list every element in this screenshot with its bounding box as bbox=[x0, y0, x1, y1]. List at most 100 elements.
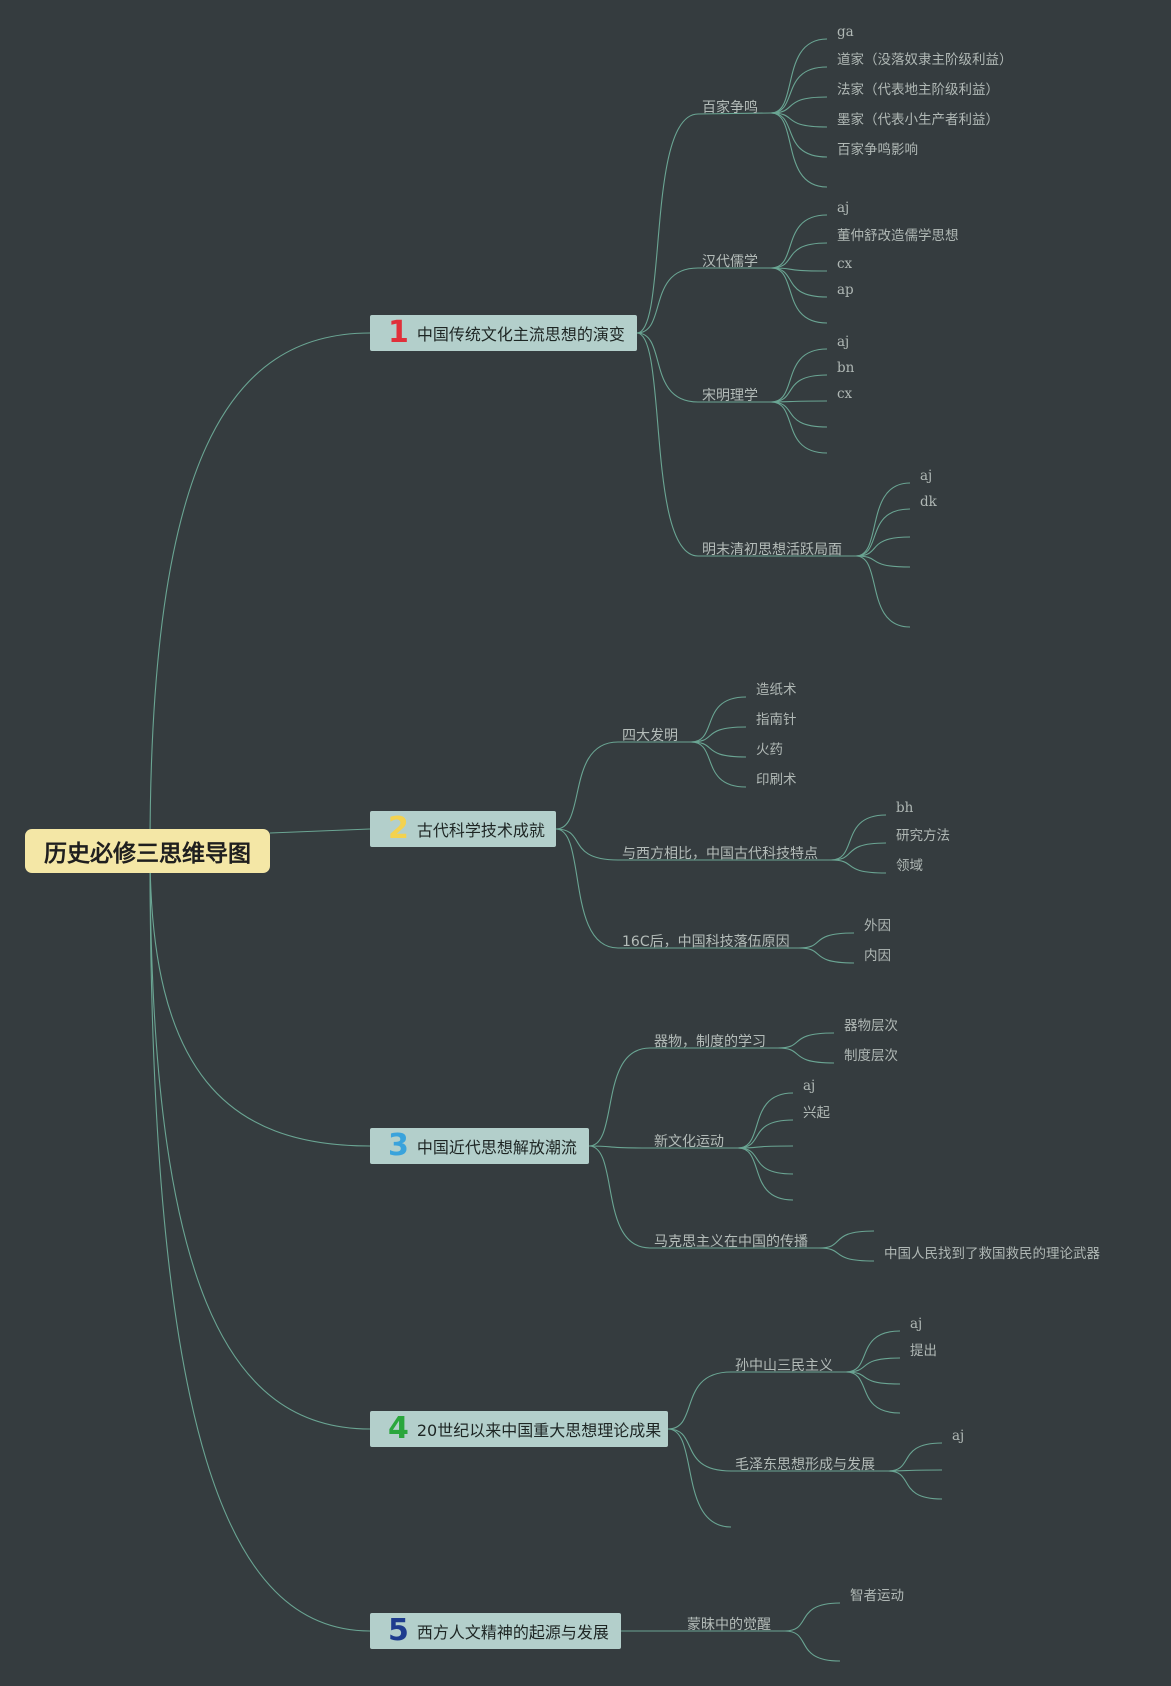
leaf-connector bbox=[770, 38, 828, 114]
leaf-connector bbox=[845, 1357, 901, 1373]
subtopic[interactable]: 器物，制度的学习 bbox=[654, 1034, 766, 1050]
leaf-topic[interactable]: 墨家（代表小生产者利益） bbox=[837, 112, 999, 128]
subtopic-connector bbox=[667, 1428, 732, 1528]
leaf-topic[interactable]: 外因 bbox=[864, 918, 891, 934]
leaf-connector bbox=[845, 1371, 901, 1385]
subtopic[interactable]: 明末清初思想活跃局面 bbox=[702, 542, 842, 558]
leaf-topic[interactable]: 兴起 bbox=[803, 1105, 830, 1121]
leaf-topic[interactable]: bh bbox=[896, 800, 914, 816]
root-connector bbox=[149, 850, 371, 1147]
branch-number: 1 bbox=[388, 315, 409, 350]
leaf-connector bbox=[690, 696, 747, 743]
subtopic[interactable]: 16C后，中国科技落伍原因 bbox=[622, 934, 790, 950]
leaf-connector bbox=[770, 242, 828, 269]
leaf-connector bbox=[770, 267, 828, 298]
leaf-topic[interactable]: 内因 bbox=[864, 948, 891, 964]
leaf-topic[interactable]: 道家（没落奴隶主阶级利益） bbox=[837, 52, 1013, 68]
leaf-topic[interactable]: 造纸术 bbox=[756, 682, 797, 698]
leaf-connector bbox=[770, 112, 828, 188]
branch-title: 20世纪以来中国重大思想理论成果 bbox=[416, 1421, 662, 1440]
leaf-topic[interactable]: 百家争鸣影响 bbox=[837, 142, 918, 158]
subtopic[interactable]: 汉代儒学 bbox=[702, 254, 758, 270]
leaf-connector bbox=[770, 267, 828, 272]
leaf-topic[interactable]: 法家（代表地主阶级利益） bbox=[837, 82, 999, 98]
leaf-connector bbox=[770, 348, 828, 403]
leaf-connector bbox=[737, 1147, 794, 1175]
leaf-connector bbox=[830, 842, 887, 861]
leaf-connector bbox=[887, 1469, 943, 1472]
leaf-topic[interactable]: aj bbox=[920, 468, 933, 484]
subtopic[interactable]: 马克思主义在中国的传播 bbox=[654, 1234, 808, 1250]
subtopic[interactable]: 蒙昧中的觉醒 bbox=[687, 1617, 771, 1633]
leaf-connector bbox=[770, 96, 828, 114]
subtopic[interactable]: 新文化运动 bbox=[654, 1134, 724, 1150]
leaf-connector bbox=[855, 555, 911, 568]
subtopic-connector bbox=[588, 1047, 651, 1147]
leaf-connector bbox=[830, 814, 887, 861]
leaf-topic[interactable]: bn bbox=[837, 360, 855, 376]
leaf-topic[interactable]: aj bbox=[837, 334, 850, 350]
leaf-topic[interactable]: ap bbox=[837, 282, 854, 298]
leaf-topic[interactable]: 研究方法 bbox=[896, 828, 950, 844]
branch-title: 中国近代思想解放潮流 bbox=[416, 1138, 577, 1157]
leaf-connector bbox=[855, 508, 911, 557]
subtopic[interactable]: 四大发明 bbox=[622, 728, 678, 744]
leaf-connector bbox=[855, 482, 911, 557]
branch-title: 古代科学技术成就 bbox=[416, 821, 545, 840]
leaf-connector bbox=[798, 932, 855, 949]
leaf-topic[interactable]: cx bbox=[837, 256, 853, 272]
branch-number: 2 bbox=[388, 811, 409, 846]
root-connector bbox=[149, 850, 371, 1430]
subtopic-connector bbox=[667, 1428, 732, 1472]
leaf-connector bbox=[784, 1602, 841, 1632]
leaf-topic[interactable]: 火药 bbox=[756, 742, 783, 758]
leaf-topic[interactable]: 制度层次 bbox=[844, 1048, 898, 1064]
leaf-topic[interactable]: 董仲舒改造儒学思想 bbox=[837, 228, 959, 244]
root-topic[interactable]: 历史必修三思维导图 bbox=[25, 829, 270, 873]
leaf-topic[interactable]: aj bbox=[952, 1428, 965, 1444]
leaf-topic[interactable]: 提出 bbox=[910, 1343, 937, 1359]
leaf-topic[interactable]: 印刷术 bbox=[756, 772, 797, 788]
leaf-connector bbox=[737, 1145, 794, 1149]
leaf-topic[interactable]: 领域 bbox=[896, 858, 923, 874]
leaf-connector bbox=[770, 112, 828, 158]
leaf-connector bbox=[845, 1371, 901, 1414]
leaf-topic[interactable]: 器物层次 bbox=[844, 1018, 898, 1034]
branch-topic-4[interactable]: 4 20世纪以来中国重大思想理论成果 bbox=[370, 1411, 668, 1447]
leaf-connector bbox=[887, 1470, 943, 1500]
branch-topic-2[interactable]: 2 古代科学技术成就 bbox=[370, 811, 556, 847]
leaf-topic[interactable]: ga bbox=[837, 24, 854, 40]
leaf-topic[interactable]: 智者运动 bbox=[850, 1588, 904, 1604]
subtopic-connector bbox=[667, 1371, 732, 1430]
subtopic[interactable]: 百家争鸣 bbox=[702, 100, 758, 116]
leaf-topic[interactable]: aj bbox=[910, 1316, 923, 1332]
subtopic[interactable]: 宋明理学 bbox=[702, 388, 758, 404]
root-connector bbox=[149, 332, 371, 852]
subtopic[interactable]: 与西方相比，中国古代科技特点 bbox=[622, 846, 818, 862]
leaf-topic[interactable]: 指南针 bbox=[756, 712, 797, 728]
branch-number: 4 bbox=[388, 1411, 409, 1446]
leaf-connector bbox=[784, 1630, 841, 1662]
leaf-topic[interactable]: dk bbox=[920, 494, 937, 510]
subtopic[interactable]: 孙中山三民主义 bbox=[735, 1358, 833, 1374]
leaf-connector bbox=[770, 112, 828, 128]
leaf-topic[interactable]: aj bbox=[837, 200, 850, 216]
branch-number: 5 bbox=[388, 1613, 409, 1648]
subtopic-connector bbox=[588, 1145, 651, 1249]
leaf-connector bbox=[737, 1119, 794, 1149]
leaf-connector bbox=[855, 536, 911, 557]
leaf-connector bbox=[818, 1230, 875, 1249]
leaf-connector bbox=[770, 400, 828, 403]
leaf-connector bbox=[777, 1047, 835, 1064]
leaf-topic[interactable]: 中国人民找到了救国救民的理论武器 bbox=[884, 1246, 1100, 1262]
leaf-topic[interactable]: aj bbox=[803, 1078, 816, 1094]
leaf-connector bbox=[770, 267, 828, 324]
subtopic-connector bbox=[555, 828, 619, 861]
subtopic[interactable]: 毛泽东思想形成与发展 bbox=[735, 1457, 875, 1473]
leaf-connector bbox=[770, 214, 828, 269]
leaf-topic[interactable]: cx bbox=[837, 386, 853, 402]
